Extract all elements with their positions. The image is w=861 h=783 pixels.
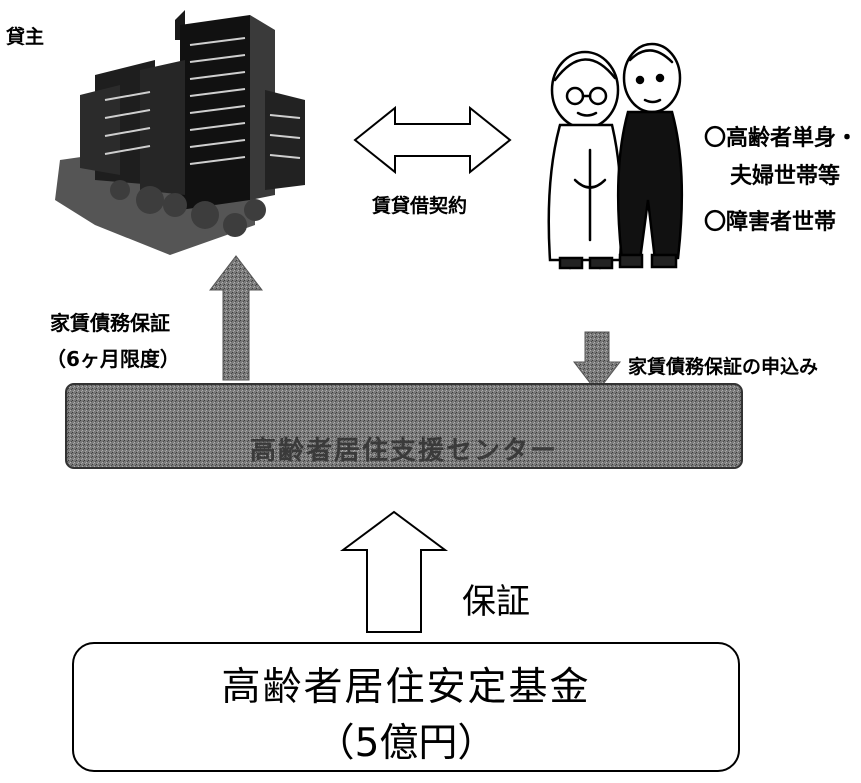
building-icon: [55, 10, 305, 255]
housing-fund-box: 高齢者居住安定基金 （5億円）: [72, 642, 740, 772]
rent-guarantee-limit-label: （6ヶ月限度）: [46, 347, 180, 371]
fund-guarantee-arrow: [339, 510, 449, 633]
contract-double-arrow: [353, 105, 512, 175]
guarantee-up-arrow: [208, 255, 264, 381]
tenant-type-line-3: 〇障害者世帯: [704, 210, 837, 235]
support-center-label: 高齢者居住支援センター: [250, 436, 559, 466]
rent-guarantee-label: 家賃債務保証: [50, 311, 170, 335]
fund-guarantee-label: 保証: [462, 582, 530, 622]
application-down-arrow: [572, 331, 622, 393]
elderly-couple-icon: [547, 42, 684, 270]
support-center-band: [65, 383, 743, 469]
fund-name: 高齢者居住安定基金: [221, 665, 591, 710]
fund-amount: （5億円）: [315, 721, 497, 766]
landlord-label: 貸主: [6, 26, 45, 48]
tenant-type-line-2: 夫婦世帯等: [730, 164, 841, 189]
tenant-type-line-1: 〇高齢者単身・: [704, 126, 859, 151]
lease-contract-label: 賃貸借契約: [372, 195, 468, 217]
guarantee-application-label: 家賃債務保証の申込み: [628, 356, 819, 378]
